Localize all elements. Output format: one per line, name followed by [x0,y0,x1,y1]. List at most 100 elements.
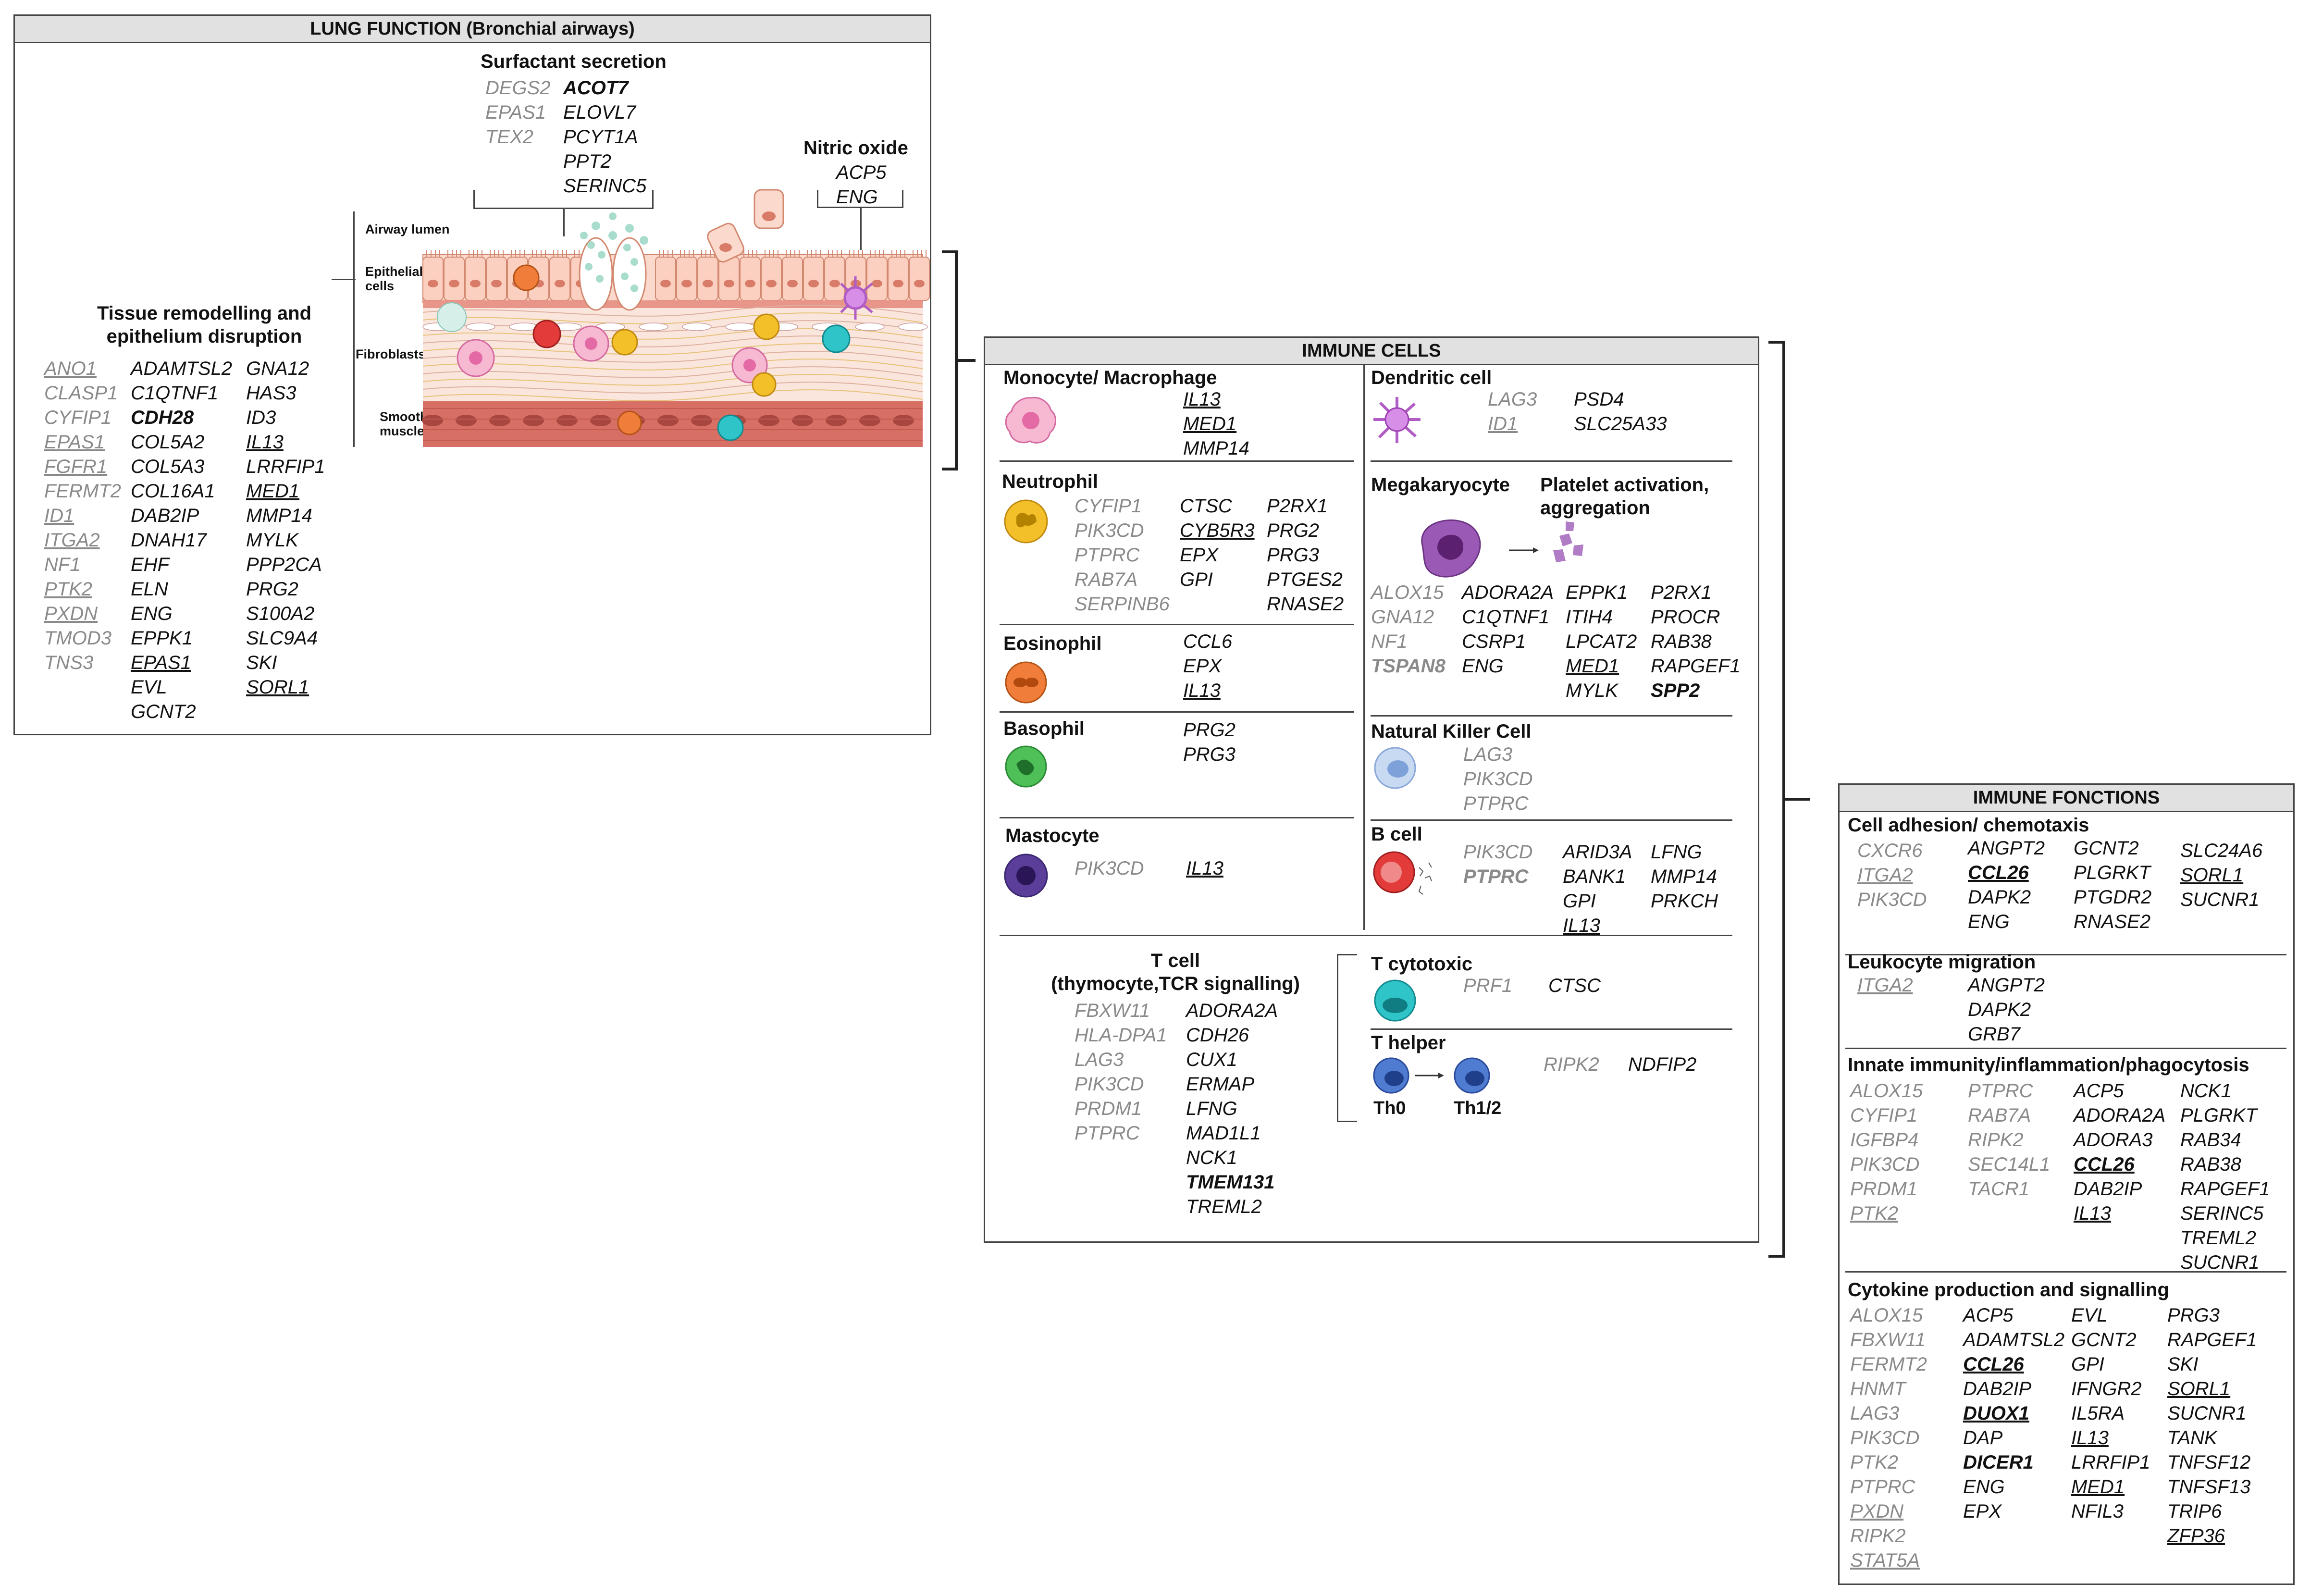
goblet-cell [579,237,613,311]
gene-label: RIPK2 [1968,1129,2024,1151]
tissue-bcell [532,320,561,348]
gene-label: EPPK1 [1566,582,1628,603]
gene-label: PXDN [1850,1501,1904,1522]
gene-label: ACP5 [2074,1080,2124,1101]
nitric-connector [860,207,862,250]
gene-label: PTGDR2 [2074,887,2152,908]
gene-label: ACP5 [1963,1305,2014,1326]
monocyte-icon [1005,396,1056,444]
gene-label: PTK2 [1850,1452,1899,1473]
tissue-title-line2: epithelium disruption [106,326,302,347]
gene-label: ALOX15 [1850,1080,1923,1101]
monocyte-title: Monocyte/ Macrophage [1003,367,1217,388]
gene-label: PTK2 [1850,1203,1899,1224]
gene-label: HAS3 [246,383,297,404]
gene-label: EVL [131,677,167,698]
gene-label: PTGES2 [1267,569,1343,590]
gene-label: LAG3 [1488,389,1537,410]
adhesion-title: Cell adhesion/ chemotaxis [1848,815,2089,836]
megakaryocyte-icon [1421,519,1583,578]
airway-illustration [422,189,930,447]
gene-label: LFNG [1651,841,1702,863]
gene-label: SUCNR1 [2180,889,2260,910]
gene-label: PTK2 [44,579,93,600]
gene-label: GRB7 [1968,1024,2020,1045]
gene-label: RAPGEF1 [2180,1178,2270,1200]
tissue-connector [332,279,356,280]
gene-label: DAB2IP [2074,1178,2142,1200]
gene-label: HNMT [1850,1378,1906,1399]
gene-label: ITIH4 [1566,606,1613,628]
gene-label: SLC24A6 [2180,840,2263,861]
tissue-neutrophil-3 [752,372,777,397]
layer-epithelial: Epithelial cells [365,264,423,293]
sep-leukocyte [1845,1048,2286,1049]
gene-label: DUOX1 [1963,1403,2029,1424]
gene-label: ENG [131,603,173,624]
gene-label: LPCAT2 [1566,631,1637,652]
gene-label: TREML2 [1186,1196,1262,1217]
gene-label: LRRFIP1 [246,456,325,477]
tissue-tcytotoxic-2 [717,414,744,441]
gene-label: FERMT2 [44,481,121,502]
leukocyte-title: Leukocyte migration [1848,952,2036,973]
basement-membrane [423,300,923,308]
cytokine-title: Cytokine production and signalling [1848,1279,2169,1300]
immune-cells-panel: IMMUNE CELLS [984,336,1759,1243]
innate-title: Innate immunity/inflammation/phagocytosi… [1848,1054,2249,1076]
gene-label: NFIL3 [2071,1501,2124,1522]
tissue-title-line1: Tissue remodelling and [97,303,312,324]
gene-label: SKI [246,652,277,673]
gene-label: ARID3A [1563,841,1632,863]
gene-label: ALOX15 [1371,582,1444,603]
gene-label: PRG2 [246,579,298,600]
gene-label: GPI [1563,891,1596,912]
gene-label: EPX [1963,1501,2002,1522]
gene-label: CDH26 [1186,1025,1249,1046]
gene-label: ADAMTSL2 [1963,1329,2065,1350]
gene-label: IL13 [2071,1427,2109,1448]
gene-label: ADAMTSL2 [131,358,233,379]
gene-label: GPI [1180,569,1213,590]
gene-label: TRIP6 [2167,1501,2222,1522]
thelper-title: T helper [1371,1032,1446,1053]
gene-label: IL13 [2074,1203,2111,1224]
gene-label: EHF [131,554,169,575]
megakaryocyte-title: Megakaryocyte [1371,474,1510,495]
surfactant-bracket-right [652,190,654,209]
gene-label: ADORA2A [1186,1000,1278,1021]
gene-label: IL13 [1186,858,1223,879]
gene-label: RAPGEF1 [2167,1329,2257,1350]
tcell-title: T cell (thymocyte,TCR signalling) [1051,950,1300,994]
gene-label: RAB7A [1075,569,1138,590]
gene-label: PSD4 [1574,389,1624,410]
gene-label: MMP14 [1651,866,1717,887]
nk-icon [1374,747,1416,789]
layer-fibroblasts: Fibroblasts [356,347,426,361]
platelet-title: Platelet activation, aggregation [1540,474,1709,519]
gene-label: IL13 [1183,389,1221,410]
gene-label: FERMT2 [1850,1354,1927,1375]
gene-label: LAG3 [1463,744,1513,765]
sep-innate [1845,1271,2286,1273]
gene-label: P2RX1 [1267,495,1328,517]
mastocyte-genes: IL13 [1186,856,1223,881]
gene-label: EPAS1 [485,102,546,123]
gene-label: ITGA2 [1857,865,1913,886]
gene-label: NCK1 [2180,1080,2232,1101]
